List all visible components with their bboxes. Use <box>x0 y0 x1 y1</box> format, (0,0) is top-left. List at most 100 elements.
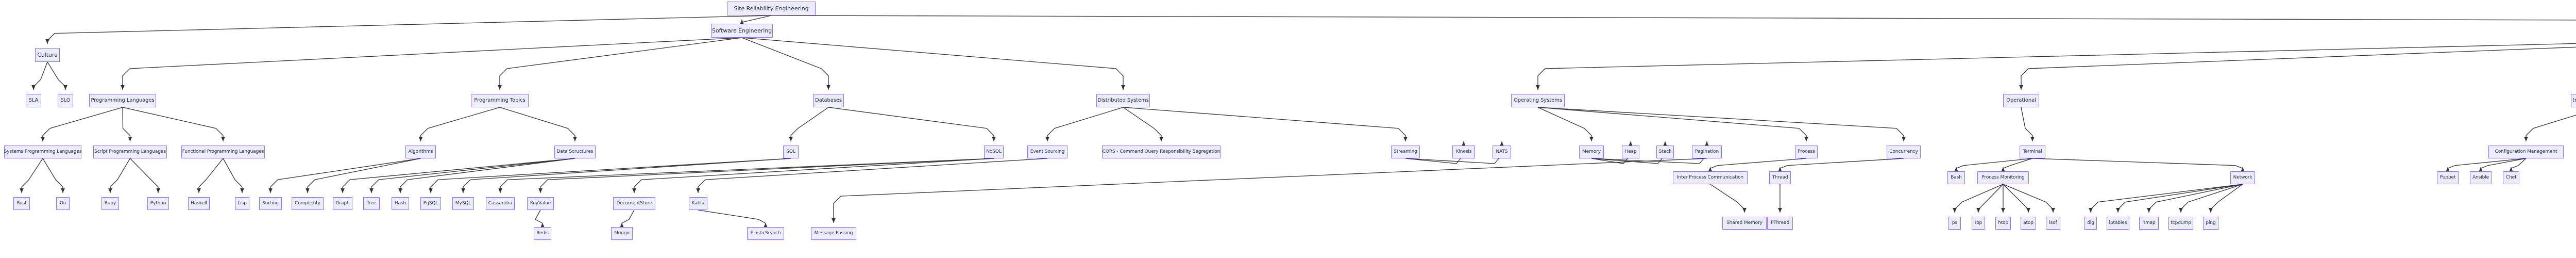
node-label-elasticsearch: ElasticSearch <box>750 231 781 236</box>
node-sla[interactable]: SLA <box>26 94 41 107</box>
node-ipc[interactable]: Inter Process Communication <box>1673 171 1748 184</box>
node-label-iptables: iptables <box>2109 220 2127 225</box>
node-thread[interactable]: Thread <box>1769 171 1791 184</box>
node-streaming[interactable]: Streaming <box>1391 146 1420 158</box>
node-slo[interactable]: SLO <box>58 94 73 107</box>
node-label-eventsrc: Event Sourcing <box>1030 149 1065 154</box>
node-proglang[interactable]: Programming Languages <box>89 94 156 107</box>
node-python[interactable]: Python <box>147 197 169 210</box>
node-scriptlang[interactable]: Script Programming Languages <box>93 146 167 158</box>
node-mongo[interactable]: Mongo <box>611 227 633 240</box>
node-syslang[interactable]: Systems Programming Languages <box>4 146 82 158</box>
node-nosql[interactable]: NoSQL <box>984 146 1004 158</box>
node-label-swe: Software Engineering <box>712 27 772 34</box>
node-label-network: Network <box>2233 175 2252 180</box>
node-procmon[interactable]: Process Monitoring <box>1977 171 2029 184</box>
node-concurrency[interactable]: Concurrency <box>1887 146 1921 158</box>
node-kinesis[interactable]: Kinesis <box>1452 146 1475 158</box>
node-sharedmem[interactable]: Shared Memory <box>1722 217 1767 230</box>
node-atop[interactable]: atop <box>2021 217 2036 230</box>
node-label-ping: ping <box>2206 220 2216 225</box>
node-pthread[interactable]: PThread <box>1767 217 1793 230</box>
node-rust[interactable]: Rust <box>13 197 30 210</box>
node-terminal[interactable]: Terminal <box>2020 146 2045 158</box>
node-swe[interactable]: Software Engineering <box>711 24 773 38</box>
node-sql[interactable]: SQL <box>783 146 799 158</box>
node-htop[interactable]: htop <box>1995 217 2011 230</box>
node-label-ansible: Ansible <box>2472 175 2489 180</box>
node-keyvalue[interactable]: KeyValue <box>527 197 554 210</box>
node-chef[interactable]: Chef <box>2503 171 2519 184</box>
node-algorithms[interactable]: Algorithms <box>405 146 436 158</box>
node-label-culture: Culture <box>37 52 58 58</box>
node-nats[interactable]: NATS <box>1493 146 1511 158</box>
node-memory[interactable]: Memory <box>1579 146 1604 158</box>
node-lisp[interactable]: Lisp <box>235 197 249 210</box>
node-msgpassing[interactable]: Message Passing <box>811 227 856 240</box>
node-progtopics[interactable]: Programming Topics <box>471 94 529 107</box>
node-kakfa[interactable]: Kakfa <box>689 197 707 210</box>
node-label-kinesis: Kinesis <box>1455 149 1472 154</box>
node-elasticsearch[interactable]: ElasticSearch <box>747 227 784 240</box>
node-label-proglang: Programming Languages <box>91 98 155 103</box>
node-label-go: Go <box>59 201 66 206</box>
node-mysql[interactable]: MySQL <box>452 197 474 210</box>
node-datastruct[interactable]: Data Scructures <box>554 146 596 158</box>
node-ansible[interactable]: Ansible <box>2470 171 2492 184</box>
node-cassandra[interactable]: Cassandra <box>486 197 515 210</box>
node-label-ps: ps <box>1952 220 1958 225</box>
node-top[interactable]: top <box>1972 217 1985 230</box>
node-culture[interactable]: Culture <box>35 48 60 62</box>
node-funclang[interactable]: Functional Programming Languages <box>181 146 265 158</box>
node-process[interactable]: Process <box>1795 146 1818 158</box>
node-label-heap: Heap <box>1624 149 1637 154</box>
node-label-nats: NATS <box>1496 149 1508 154</box>
node-iac[interactable]: Infrastructure as Code <box>2571 94 2576 107</box>
node-sorting[interactable]: Sorting <box>259 197 282 210</box>
node-eventsrc[interactable]: Event Sourcing <box>1027 146 1067 158</box>
node-operational[interactable]: Operational <box>2003 94 2039 107</box>
node-label-memory: Memory <box>1582 149 1601 154</box>
node-configmgmt[interactable]: Configuration Management <box>2488 146 2564 158</box>
node-pgsql[interactable]: PgSQL <box>420 197 441 210</box>
node-label-ipc: Inter Process Communication <box>1676 175 1744 180</box>
node-redis[interactable]: Redis <box>534 227 551 240</box>
node-label-rust: Rust <box>16 201 27 206</box>
node-label-cassandra: Cassandra <box>488 201 513 206</box>
node-label-lisp: Lisp <box>238 201 247 206</box>
node-iptables[interactable]: iptables <box>2107 217 2129 230</box>
node-distsys[interactable]: Distributed Systems <box>1096 94 1150 107</box>
node-label-scriptlang: Script Programming Languages <box>94 149 166 154</box>
node-graph[interactable]: Graph <box>333 197 352 210</box>
node-heap[interactable]: Heap <box>1622 146 1639 158</box>
node-hash[interactable]: Hash <box>392 197 409 210</box>
node-label-kakfa: Kakfa <box>691 201 705 206</box>
node-network[interactable]: Network <box>2230 171 2255 184</box>
node-databases[interactable]: Databases <box>813 94 844 107</box>
node-bash[interactable]: Bash <box>1947 171 1965 184</box>
node-label-atop: atop <box>2023 220 2033 225</box>
node-os[interactable]: Operating Systems <box>1511 94 1565 107</box>
node-label-cqrs: CQRS - Command Query Responsibility Segr… <box>1102 149 1221 154</box>
node-docstore[interactable]: DocumentStore <box>613 197 655 210</box>
node-sre[interactable]: Site Reliability Engineering <box>727 2 816 15</box>
node-label-sre: Site Reliability Engineering <box>734 5 809 12</box>
node-ps[interactable]: ps <box>1948 217 1961 230</box>
node-puppet[interactable]: Puppet <box>2437 171 2459 184</box>
node-lsof[interactable]: lsof <box>2046 217 2060 230</box>
node-label-dig: dig <box>2087 220 2094 225</box>
node-cqrs[interactable]: CQRS - Command Query Responsibility Segr… <box>1102 146 1221 158</box>
node-label-nmap: nmap <box>2142 220 2156 225</box>
node-go[interactable]: Go <box>56 197 70 210</box>
node-label-configmgmt: Configuration Management <box>2495 149 2557 154</box>
node-stack[interactable]: Stack <box>1656 146 1674 158</box>
node-dig[interactable]: dig <box>2084 217 2097 230</box>
node-ping[interactable]: ping <box>2203 217 2218 230</box>
node-complexity[interactable]: Complexity <box>292 197 324 210</box>
node-tree[interactable]: Tree <box>363 197 380 210</box>
node-ruby[interactable]: Ruby <box>101 197 119 210</box>
node-pagination[interactable]: Pagination <box>1692 146 1722 158</box>
node-haskell[interactable]: Haskell <box>188 197 210 210</box>
node-tcpdump[interactable]: tcpdump <box>2168 217 2193 230</box>
node-nmap[interactable]: nmap <box>2139 217 2159 230</box>
